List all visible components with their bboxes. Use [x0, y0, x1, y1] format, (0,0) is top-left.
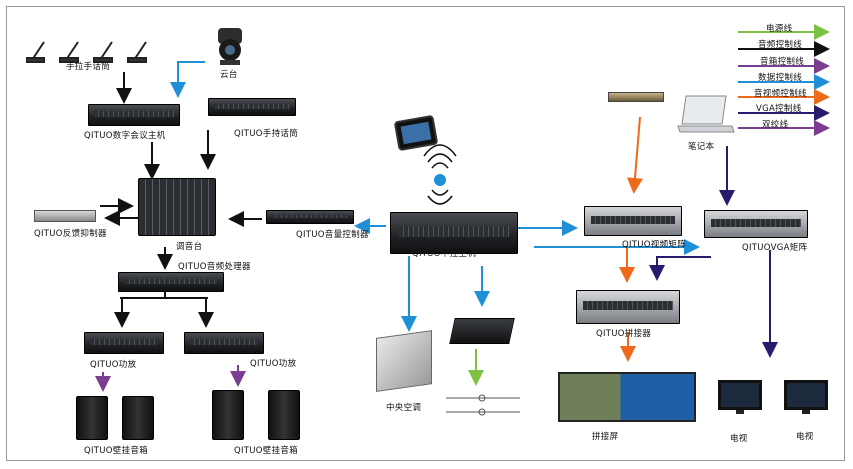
camera-label: 云台 [220, 70, 238, 80]
handheld-mic-device [208, 98, 296, 116]
source-device [608, 92, 664, 102]
splicer-device [576, 290, 680, 324]
speaker1-right [122, 396, 154, 440]
video-matrix-label: QITUO视频矩阵 [622, 240, 687, 250]
amp2-label: QITUO功放 [250, 359, 297, 369]
ac-device [376, 330, 432, 392]
central-host-device [390, 212, 518, 254]
amp2-device [184, 332, 264, 354]
diagram-frame [6, 6, 845, 461]
feedback-label: QITUO反馈抑制器 [34, 229, 107, 239]
mixer-label: 调音台 [176, 242, 203, 252]
laptop-label: 笔记本 [688, 142, 715, 152]
legend-label-av: 音视频控制线 [754, 89, 807, 99]
mixer-device [138, 178, 216, 236]
conference-host-label: QITUO数字会议主机 [84, 131, 166, 141]
speaker2-right [268, 390, 300, 440]
speaker2-left [212, 390, 244, 440]
tv1-stand [736, 410, 744, 414]
legend-lines [738, 24, 830, 136]
video-matrix-device [584, 206, 682, 236]
tv2-stand [802, 410, 810, 414]
camera-icon [218, 28, 242, 65]
legend-label-vga: VGA控制线 [756, 104, 802, 114]
amp1-device [84, 332, 164, 354]
wifi-signal [423, 144, 457, 205]
volume-ctrl-label: QITUO音量控制器 [296, 230, 369, 240]
legend-label-speaker: 音箱控制线 [760, 57, 805, 67]
volume-ctrl-device [266, 210, 354, 224]
audio-proc-label: QITUO音频处理器 [178, 262, 251, 272]
splicer-label: QITUO拼接器 [596, 329, 652, 339]
ac-label: 中央空调 [386, 403, 422, 413]
central-host-label: QITUO中控主机 [412, 249, 477, 259]
mic-label: 手拉手话筒 [66, 62, 111, 72]
laptop-icon [677, 95, 735, 133]
mic-icon [26, 41, 147, 63]
tv2-device [784, 380, 828, 410]
control-links [354, 116, 778, 386]
speaker1-label: QITUO壁挂音箱 [84, 446, 149, 456]
light-strip [446, 394, 520, 416]
vga-matrix-label: QITUOVGA矩阵 [742, 243, 808, 253]
speaker2-label: QITUO壁挂音箱 [234, 446, 299, 456]
feedback-device [34, 210, 96, 222]
amp1-label: QITUO功放 [90, 360, 137, 370]
vga-matrix-device [704, 210, 808, 238]
tv1-device [718, 380, 762, 410]
legend-label-audio: 音频控制线 [758, 40, 803, 50]
legend-label-twisted: 双绞线 [762, 120, 789, 130]
light-box-device [449, 318, 515, 344]
audio-proc-device [118, 272, 224, 292]
legend-label-power: 电源线 [766, 24, 793, 34]
splice-screen-device [558, 372, 696, 422]
speaker1-left [76, 396, 108, 440]
splice-screen-label: 拼接屏 [592, 432, 619, 442]
tv2-label: 电视 [796, 432, 814, 442]
conference-host-device [88, 104, 180, 126]
tv1-label: 电视 [730, 434, 748, 444]
handheld-mic-label: QITUO手持话筒 [234, 129, 299, 139]
audio-links [95, 61, 262, 392]
legend-label-data: 数据控制线 [758, 73, 803, 83]
